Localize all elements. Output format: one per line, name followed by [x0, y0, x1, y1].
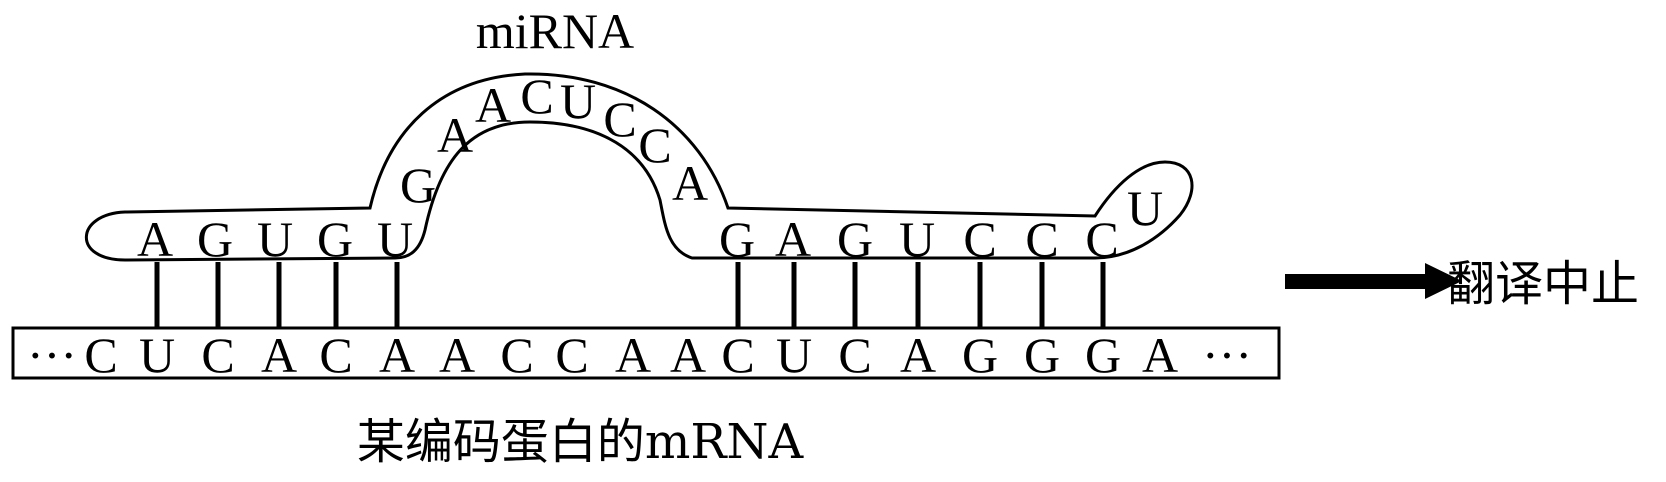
mirna-right-base: C — [1085, 211, 1118, 267]
arrow-shaft — [1285, 274, 1428, 289]
mrna-base: A — [261, 327, 297, 383]
mrna-base: U — [139, 327, 175, 383]
mrna-base: C — [721, 327, 754, 383]
base-pair-bonds — [154, 262, 1106, 328]
mirna-right-base: C — [1025, 211, 1058, 267]
mrna-base: C — [319, 327, 352, 383]
mirna-left-base: G — [197, 211, 233, 267]
result-label: 翻译中止 — [1447, 256, 1639, 312]
mirna-loop-base: C — [520, 68, 553, 124]
mirna-tail-base: U — [1127, 180, 1163, 236]
mirna-right-base: A — [775, 211, 811, 267]
mrna-base: A — [900, 327, 936, 383]
mrna-base: U — [776, 327, 812, 383]
mirna-right-base: G — [837, 211, 873, 267]
mirna-loop-base: C — [603, 91, 636, 147]
mirna-right-bases: G A G U C C C — [719, 211, 1119, 267]
mrna-base: C — [500, 327, 533, 383]
mrna-ellipsis-left: ··· — [27, 327, 77, 383]
mrna-caption: 某编码蛋白的mRNA — [357, 414, 805, 470]
mirna-right-base: U — [899, 211, 935, 267]
mrna-base: A — [615, 327, 651, 383]
mirna-left-bases: A G U G U — [137, 211, 413, 267]
mrna-base: C — [201, 327, 234, 383]
mirna-left-base: A — [137, 211, 173, 267]
mrna-base: C — [555, 327, 588, 383]
mirna-strand-outline — [85, 72, 1194, 262]
mrna-base: C — [84, 327, 117, 383]
mirna-left-base: U — [377, 211, 413, 267]
mrna-base: A — [439, 327, 475, 383]
mirna-loop-base: G — [400, 157, 436, 213]
mirna-right-base: G — [719, 211, 755, 267]
result-arrow — [1285, 263, 1462, 299]
mirna-loop-base: A — [672, 155, 708, 211]
mrna-base: A — [1142, 327, 1178, 383]
mrna-base: C — [838, 327, 871, 383]
mrna-base: A — [379, 327, 415, 383]
mirna-loop-base: A — [475, 77, 511, 133]
mrna-bases: ··· C U C A C A A C C A A C U C A G G G … — [27, 327, 1252, 383]
mrna-ellipsis-right: ··· — [1202, 327, 1252, 383]
mirna-right-base: C — [963, 211, 996, 267]
mirna-loop-base: A — [437, 107, 473, 163]
mirna-left-base: G — [317, 211, 353, 267]
arrow-head-icon — [1425, 263, 1462, 299]
mirna-left-base: U — [257, 211, 293, 267]
mirna-loop-base: U — [560, 73, 596, 129]
mrna-base: G — [962, 327, 998, 383]
mrna-strand-box — [11, 326, 1281, 380]
mrna-base: A — [670, 327, 706, 383]
mirna-title: miRNA — [476, 3, 634, 59]
mrna-base: G — [1085, 327, 1121, 383]
mirna-loop-bases: G A A C U C C A — [400, 68, 708, 213]
mrna-base: G — [1024, 327, 1060, 383]
mirna-loop-base: C — [638, 117, 671, 173]
